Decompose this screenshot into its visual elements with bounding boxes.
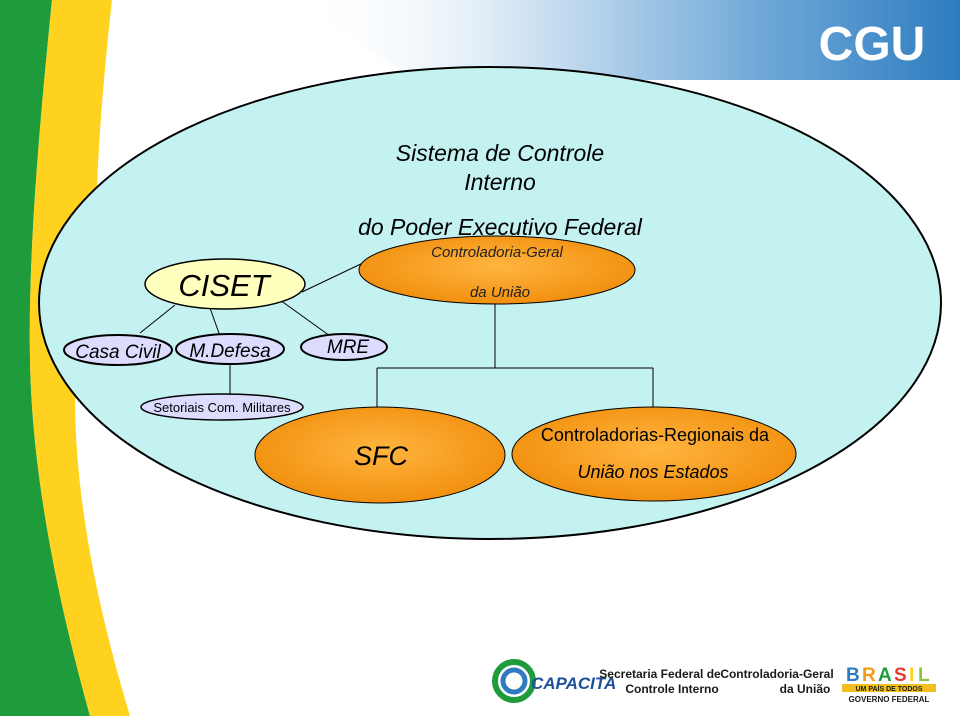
mre-label: MRE — [327, 337, 370, 358]
brasil-letter-l: L — [918, 665, 930, 686]
sfci-line-1: Secretaria Federal de — [599, 667, 721, 681]
regional-line-2: União nos Estados — [577, 462, 728, 482]
ciset-node-shape — [144, 258, 306, 310]
cgu-node-line-1: Controladoria-Geral — [431, 244, 563, 261]
mre-shape — [300, 333, 388, 361]
ciset-node: CISET — [144, 258, 306, 310]
brasil-logo: B R A S I L UM PAÍS DE TODOS GOVERNO FED… — [842, 665, 936, 704]
brasil-letter-b: B — [846, 665, 860, 686]
title-line-2: Interno — [464, 169, 536, 195]
capacita-logo: CAPACITA — [492, 659, 616, 703]
sector-node-defesa: M.Defesa — [175, 333, 285, 365]
footer-logos: CAPACITA Secretaria Federal de Controle … — [492, 659, 936, 704]
line-cgu-to-ciset — [301, 261, 366, 293]
setoriais-shape — [140, 393, 304, 421]
ciset-label: CISET — [178, 268, 271, 303]
cgu-node-shape — [358, 235, 636, 305]
brasil-letter-i: I — [909, 665, 914, 686]
brasil-letter-a: A — [878, 665, 892, 686]
brasil-slogan-bar — [842, 684, 936, 692]
banner-gradient — [300, 0, 960, 80]
connector-lines — [139, 261, 654, 408]
defesa-shape — [175, 333, 285, 365]
cgu-footer-logo: Controladoria-Geral da União — [720, 667, 833, 696]
brasil-letter-s: S — [894, 665, 907, 686]
green-stripe — [0, 0, 90, 716]
line-ciset-mre — [279, 299, 331, 337]
setoriais-label: Setoriais Com. Militares — [153, 400, 291, 415]
regional-line-1: Controladorias-Regionais da — [541, 425, 770, 445]
yellow-stripe — [29, 0, 130, 716]
left-decoration — [0, 0, 130, 716]
brasil-letter-r: R — [862, 665, 876, 686]
cgu-footer-line-2: da União — [780, 682, 831, 696]
cgu-node-line-2: da União — [470, 284, 530, 301]
sector-node-mre: MRE — [300, 333, 388, 361]
sector-node-casa-civil: Casa Civil — [63, 334, 173, 366]
line-ciset-casacivil — [139, 304, 176, 334]
sfc-node: SFC — [254, 406, 506, 504]
capacita-ring — [492, 659, 536, 703]
cgu-header-logo: CGU — [819, 18, 926, 71]
sfci-logo: Secretaria Federal de Controle Interno — [599, 667, 721, 696]
brasil-slogan: UM PAÍS DE TODOS — [855, 684, 922, 693]
casa-civil-label: Casa Civil — [75, 342, 161, 363]
sfci-line-2: Controle Interno — [625, 682, 718, 696]
cgu-node: Controladoria-Geral da União — [358, 235, 636, 305]
line-ciset-defesa — [209, 307, 221, 337]
defesa-label: M.Defesa — [189, 341, 270, 362]
top-banner: CGU — [300, 0, 960, 80]
sfc-node-shape — [254, 406, 506, 504]
governo-federal: GOVERNO FEDERAL — [849, 695, 930, 704]
title-line-1: Sistema de Controle — [396, 140, 604, 166]
cgu-footer-line-1: Controladoria-Geral — [720, 667, 833, 681]
capacita-ring-accent — [500, 667, 528, 695]
casa-civil-shape — [63, 334, 173, 366]
capacita-text: CAPACITA — [531, 674, 616, 693]
regional-node: Controladorias-Regionais da União nos Es… — [511, 406, 797, 502]
regional-node-shape — [511, 406, 797, 502]
setoriais-node: Setoriais Com. Militares — [140, 393, 304, 421]
sfc-label: SFC — [354, 441, 409, 471]
